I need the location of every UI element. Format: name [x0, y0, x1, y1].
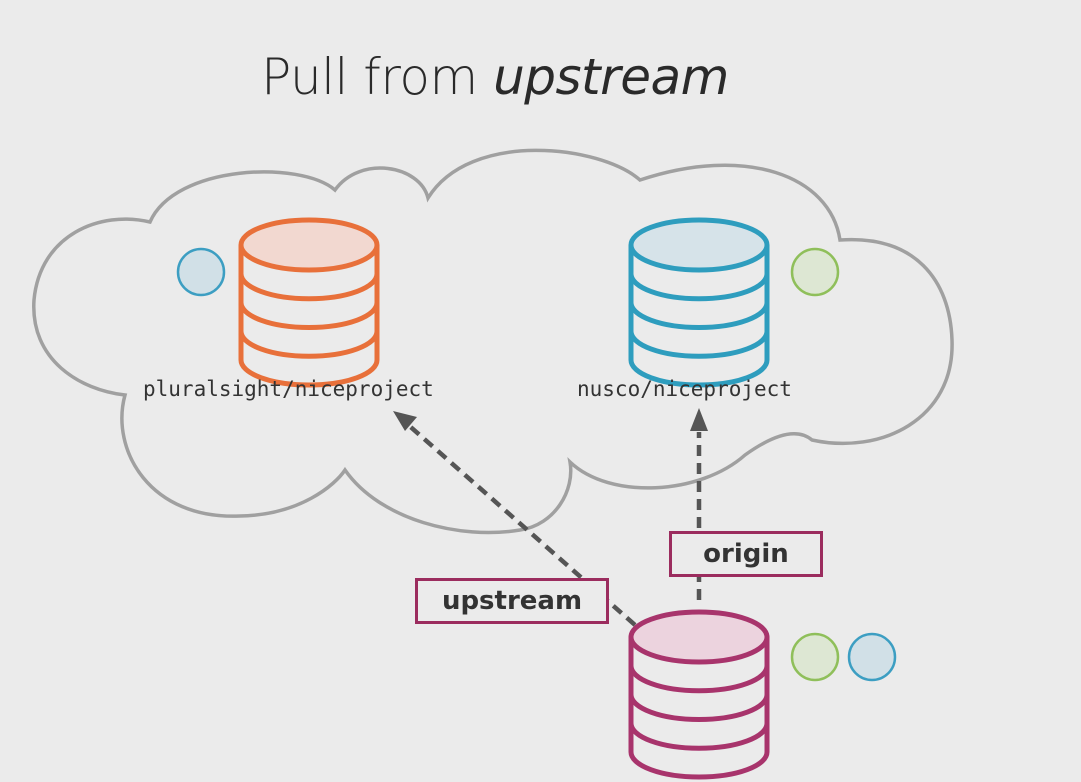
- repo-label-pluralsight: pluralsight/niceproject: [143, 377, 434, 401]
- green-remote-dot: [790, 632, 840, 682]
- pluralsight-database-icon: [238, 217, 380, 388]
- origin-remote-label: origin: [669, 531, 823, 577]
- cloud-shape: [32, 148, 954, 535]
- green-remote-dot: [790, 247, 840, 297]
- nusco-database-icon: [628, 217, 770, 388]
- upstream-arrow: [393, 411, 637, 627]
- upstream-remote-label: upstream: [415, 578, 609, 624]
- local-database-icon: [628, 609, 770, 780]
- title-emphasis: upstream: [493, 48, 729, 106]
- blue-remote-dot: [176, 247, 226, 297]
- repo-label-nusco: nusco/niceproject: [577, 377, 792, 401]
- blue-remote-dot: [847, 632, 897, 682]
- page-title: Pull from upstream: [261, 48, 729, 106]
